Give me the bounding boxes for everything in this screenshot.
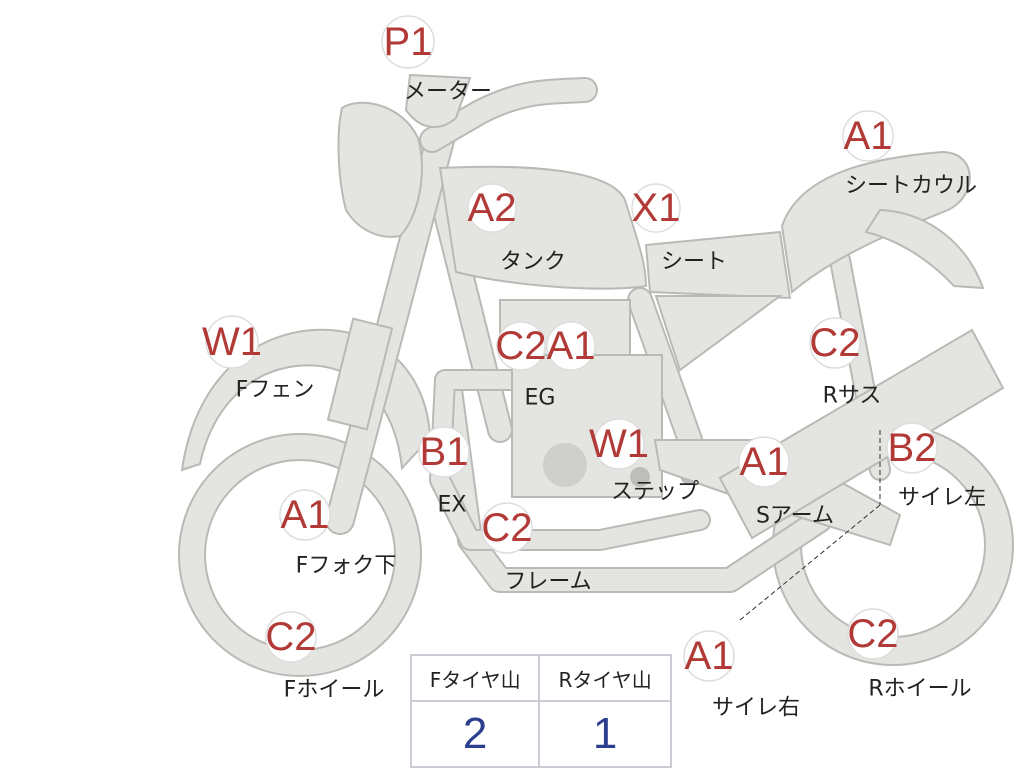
part-tank[interactable]: A2 タンク (467, 183, 566, 275)
part-exhaust[interactable]: B1 EX (418, 426, 470, 518)
grade-f-fender: W1 (202, 320, 262, 364)
grade-seat-cowl: A1 (844, 114, 893, 158)
part-muffler-right[interactable]: A1 サイレ右 (683, 630, 800, 721)
label-exhaust: EX (438, 493, 467, 518)
bike-silhouette (178, 73, 1014, 677)
grade-swing-arm: A1 (740, 440, 789, 484)
label-seat: シート (661, 250, 727, 275)
part-f-fender[interactable]: W1 Fフェン (202, 315, 315, 403)
grade-tank: A2 (468, 186, 517, 230)
grade-r-suspension: C2 (809, 321, 860, 365)
rear-tire-tread-value: 1 (538, 700, 672, 768)
label-f-fender: Fフェン (236, 378, 315, 403)
front-tire-tread-value: 2 (409, 700, 541, 768)
grade-muffler-right: A1 (685, 634, 734, 678)
grade-f-wheel: C2 (265, 615, 316, 659)
grade-exhaust: B1 (420, 430, 469, 474)
label-muffler-right: サイレ右 (712, 696, 800, 721)
front-wheel-shape (179, 434, 421, 676)
part-f-fork[interactable]: A1 Fフォク下 (279, 489, 397, 579)
part-r-suspension[interactable]: C2 Rサス (809, 317, 882, 409)
part-frame[interactable]: C2 フレーム (481, 502, 592, 595)
part-step[interactable]: W1 ステップ (589, 418, 699, 505)
front-tire-tread-header: Fタイヤ山 (409, 654, 541, 702)
grade-meter: P1 (384, 20, 433, 64)
exhaust-pipe-shape (431, 371, 709, 549)
grade-frame: C2 (481, 506, 532, 550)
label-swing-arm: Sアーム (756, 504, 834, 529)
tire-tread-table: Fタイヤ山 Rタイヤ山 2 1 (409, 654, 672, 768)
tire-tread-header-row: Fタイヤ山 Rタイヤ山 (409, 654, 672, 702)
grade-step: W1 (589, 422, 649, 466)
part-seat[interactable]: X1 シート (631, 183, 727, 275)
label-tank: タンク (500, 250, 566, 275)
rear-tire-tread-header: Rタイヤ山 (538, 654, 672, 702)
label-f-fork: Fフォク下 (296, 554, 397, 579)
grade-muffler-left: B2 (888, 426, 937, 470)
part-r-wheel[interactable]: C2 Rホイール (847, 608, 972, 702)
grade-f-fork: A1 (281, 493, 330, 537)
grade-r-wheel: C2 (847, 612, 898, 656)
label-engine: EG (525, 386, 556, 411)
label-step: ステップ (611, 480, 699, 505)
part-muffler-left[interactable]: B2 サイレ左 (886, 422, 986, 511)
label-meter: メーター (404, 80, 492, 105)
handlebar-shape (421, 79, 596, 151)
label-seat-cowl: シートカウル (845, 174, 977, 199)
label-r-suspension: Rサス (823, 384, 882, 409)
label-f-wheel: Fホイール (284, 678, 385, 703)
muffler-shape (718, 328, 1005, 540)
grade-seat: X1 (632, 186, 681, 230)
part-meter[interactable]: P1 メーター (381, 15, 492, 105)
tire-tread-value-row: 2 1 (409, 700, 672, 768)
label-frame: フレーム (504, 570, 591, 595)
label-muffler-left: サイレ左 (898, 486, 986, 511)
grade-engine-1: C2 (495, 324, 546, 368)
part-swing-arm[interactable]: A1 Sアーム (738, 436, 834, 529)
muffler-right-leader (739, 504, 881, 621)
seat-shape (644, 230, 792, 300)
label-r-wheel: Rホイール (868, 677, 971, 702)
part-engine[interactable]: C2 A1 EG (495, 321, 596, 411)
part-seat-cowl[interactable]: A1 シートカウル (842, 110, 977, 199)
grade-engine-2: A1 (547, 324, 596, 368)
headlight-shape (337, 101, 423, 238)
part-f-wheel[interactable]: C2 Fホイール (265, 611, 385, 703)
